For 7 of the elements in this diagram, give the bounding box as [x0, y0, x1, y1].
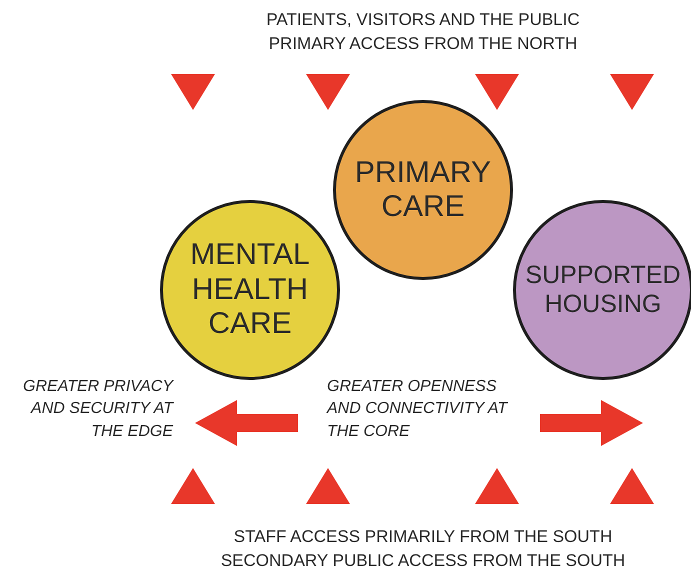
annotation-text: GREATER PRIVACY AND SECURITY AT THE EDGE	[22, 377, 173, 442]
access-note: STAFF ACCESS PRIMARILY FROM THE SOUTH SECONDARY PUBLIC ACCESS FROM THE SOUTH	[220, 526, 626, 569]
circle-label: SUPPORTED HOUSING	[524, 261, 682, 319]
circle-label: MENTAL HEALTH CARE	[189, 238, 311, 342]
annotation-text: GREATER OPENNESS AND CONNECTIVITY AT THE CORE	[327, 377, 509, 442]
access-note: PATIENTS, VISITORS AND THE PUBLIC PRIMARY ACCESS FROM THE NORTH	[265, 9, 581, 55]
circle-label: PRIMARY CARE	[354, 156, 492, 224]
